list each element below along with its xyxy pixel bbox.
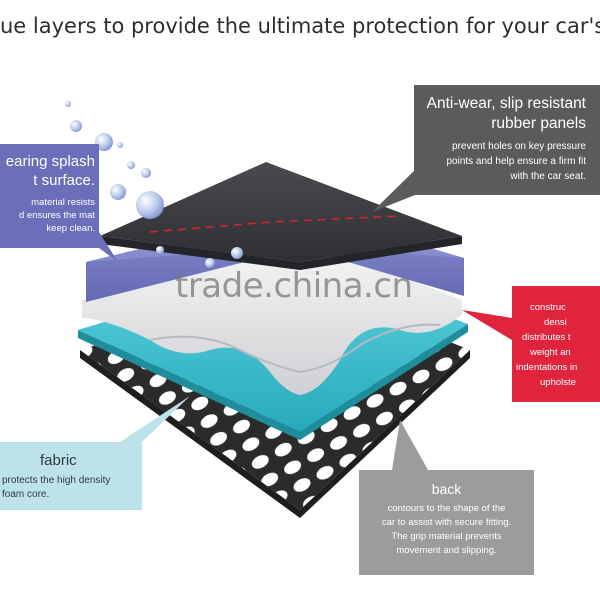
construction-line6: upholste [540, 377, 576, 388]
splash-title-line1: earing splash [5, 153, 95, 170]
back-title: back [431, 481, 462, 497]
fabric-desc-line2: foam core. [2, 489, 50, 500]
construction-pointer [462, 310, 512, 340]
anti-wear-title-line2: rubber panels [491, 115, 586, 132]
construction-callout: construc densi distributes t weight an i… [512, 286, 600, 402]
back-desc-line3: The grip material prevents [391, 531, 502, 542]
water-drops [65, 101, 243, 268]
anti-wear-callout: Anti-wear, slip resistant rubber panels … [414, 85, 600, 195]
back-pointer [392, 420, 428, 470]
anti-wear-desc-line3: with the car seat. [510, 171, 586, 182]
rubber-layer [100, 162, 462, 270]
splash-desc-line2: d ensures the mat [18, 210, 95, 221]
anti-wear-title-line1: Anti-wear, slip resistant [426, 95, 586, 112]
back-desc-line1: contours to the shape of the [387, 503, 506, 514]
construction-line3: distributes t [522, 332, 571, 343]
back-callout: back contours to the shape of the car to… [359, 470, 534, 575]
fabric-pointer [120, 396, 190, 442]
fabric-title: fabric [40, 452, 77, 469]
splash-desc-line1: material resists [31, 197, 95, 208]
watermark: trade.china.cn [175, 266, 413, 306]
headline: ue layers to provide the ultimate protec… [0, 14, 600, 38]
splash-pointer [99, 232, 118, 262]
fabric-desc-line1: protects the high density [2, 475, 111, 486]
splash-title-line2: t surface. [33, 172, 95, 189]
construction-line4: weight an [530, 347, 571, 358]
construction-line1: construc [530, 302, 566, 313]
construction-line2: densi [544, 317, 567, 328]
anti-wear-desc-line1: prevent holes on key pressure [452, 141, 586, 152]
anti-wear-desc-line2: points and help ensure a firm fit [446, 156, 586, 167]
back-desc-line4: movement and slipping. [396, 545, 497, 556]
anti-wear-pointer [372, 170, 415, 212]
splash-callout: earing splash t surface. material resist… [0, 144, 99, 248]
fabric-callout: fabric protects the high density foam co… [0, 442, 142, 510]
back-desc-line2: car to assist with secure fitting. [381, 517, 512, 528]
splash-desc-line3: keep clean. [46, 223, 95, 234]
construction-line5: indentations in [516, 362, 578, 373]
